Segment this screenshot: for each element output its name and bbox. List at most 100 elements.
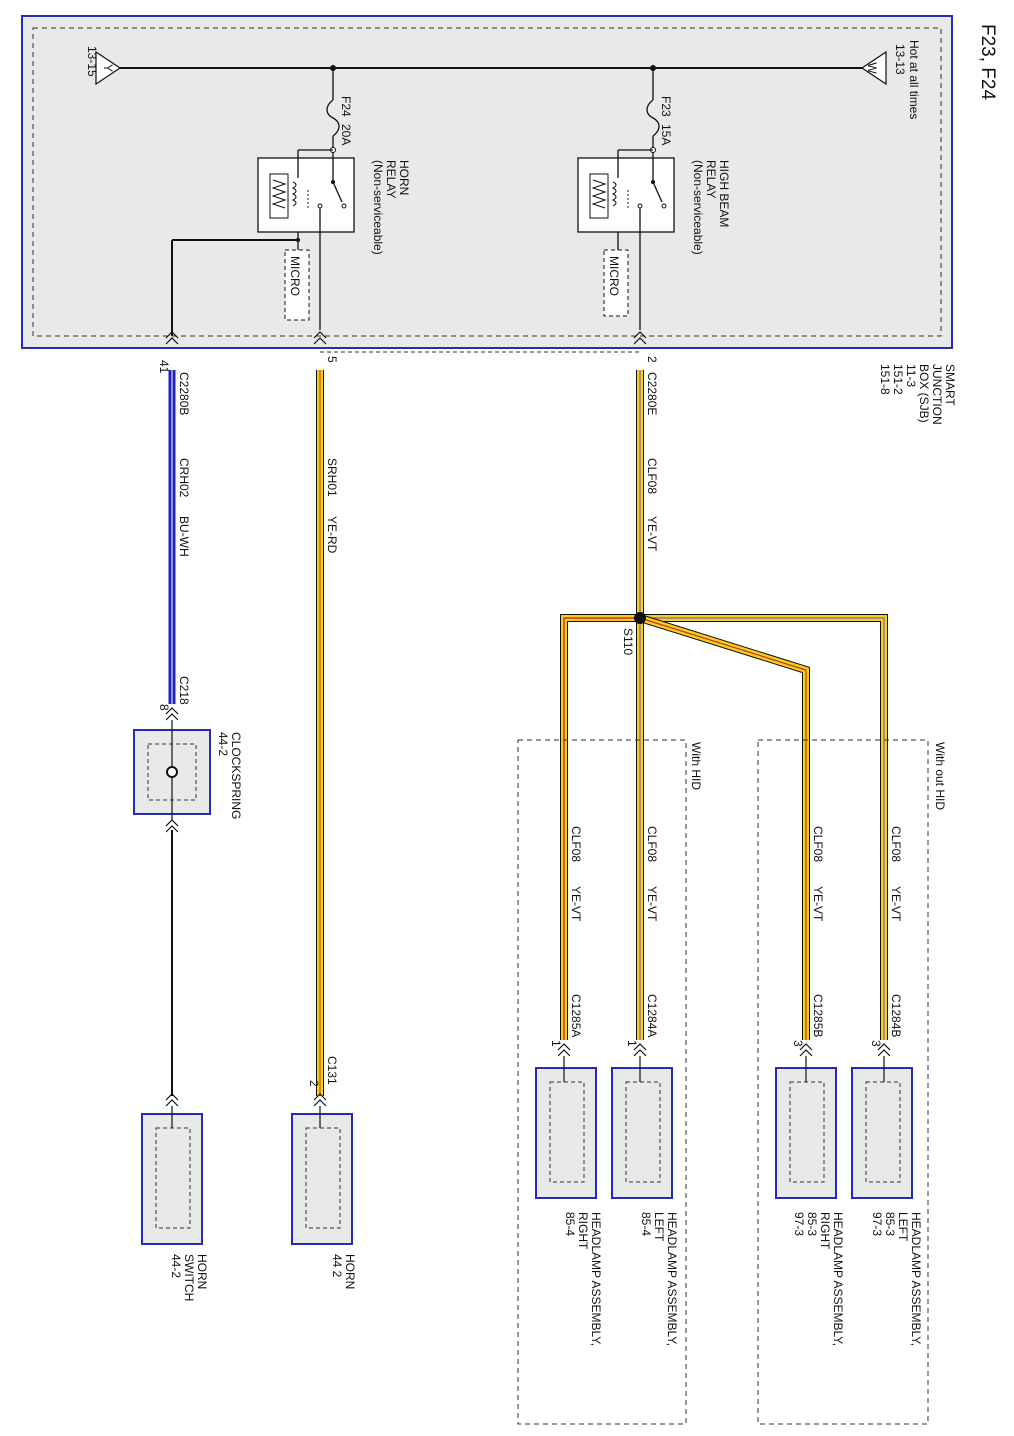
c1284a-label: C1284A: [645, 994, 659, 1037]
fuse-f24-rating: 20A: [339, 124, 353, 145]
fuse-f23-symbol: [646, 99, 660, 137]
clockspring-label-2: 44-2: [216, 732, 230, 756]
with-hid-label: With HID: [689, 742, 703, 790]
ground-source-symbol: [95, 50, 122, 86]
hb-micro-box: [603, 249, 629, 317]
sjb-inner-border: [32, 27, 942, 337]
sjb-name-5: 151-2: [891, 364, 905, 395]
horn-component: [291, 1106, 353, 1245]
c1285a-pin: 1: [549, 1040, 563, 1047]
page-title: F23, F24: [977, 24, 998, 100]
horn-relay-label-1: HORN: [397, 160, 411, 195]
c1284a-circuit: CLF08: [645, 826, 659, 862]
ground-symbol-letter: Y: [101, 64, 115, 72]
headlamp-right-hid: [535, 1056, 597, 1199]
hl-right-nohid-label-4: 97-3: [792, 1212, 806, 1236]
horn-switch-label-3: 44-2: [169, 1254, 183, 1278]
sjb-box: [21, 15, 953, 349]
hot-at-all-times-label: Hot at all times: [907, 40, 921, 119]
hb-relay-label-3: (Non-serviceable): [691, 160, 705, 255]
without-hid-label: With out HID: [933, 742, 947, 810]
c2280e-chevron: [633, 331, 647, 345]
hl-left-nohid-label-1: HEADLAMP ASSEMBLY,: [909, 1212, 923, 1346]
component-connector-chevrons: [165, 707, 891, 1107]
power-source-symbol: [860, 50, 887, 86]
horn-micro-box: [284, 249, 310, 321]
c2280b-label: C2280B: [177, 372, 191, 415]
c1285a-color: YE-VT: [569, 886, 583, 922]
with-hid-group: [517, 739, 687, 1425]
c218-pin: 8: [157, 704, 171, 711]
hl-right-nohid-label-3: 85-3: [805, 1212, 819, 1236]
headlamp-left-hid: [611, 1056, 673, 1199]
c1284b-label: C1284B: [889, 994, 903, 1037]
horn-label-1: HORN: [343, 1254, 357, 1289]
hl-left-hid-label-2: LEFT: [652, 1212, 666, 1242]
c131-pin: 2: [307, 1080, 321, 1087]
hl-right-hid-label-2: RIGHT: [576, 1212, 590, 1250]
clf08-branch-c1284b: [640, 614, 888, 1040]
hl-right-nohid-label-2: RIGHT: [818, 1212, 832, 1250]
trunk-color-label: YE-VT: [645, 516, 659, 552]
srh01-color-label: YE-RD: [325, 516, 339, 554]
horn-relay-label-2: RELAY: [384, 160, 398, 198]
srh01-circuit-label: SRH01: [325, 458, 339, 497]
headlamp-left-nohid: [851, 1056, 913, 1199]
horn-switch-label-1: HORN: [195, 1254, 209, 1289]
sjb-name-3: BOX (SJB): [917, 364, 931, 423]
fuse-f23-name: F23: [659, 96, 673, 117]
ground-ref-label: 13-15: [85, 46, 99, 77]
clockspring-contact-icon: [166, 766, 178, 778]
splice-label: S110: [621, 628, 635, 655]
c1285b-color: YE-VT: [811, 886, 825, 922]
horn-switch-label-2: SWITCH: [182, 1254, 196, 1301]
horn-switch-component: [141, 1106, 203, 1245]
horn-relay: [171, 149, 355, 336]
c1284a-pin: 1: [625, 1040, 639, 1047]
hl-left-hid-label-1: HEADLAMP ASSEMBLY,: [665, 1212, 679, 1346]
hl-left-nohid-label-2: LEFT: [896, 1212, 910, 1242]
crh02-circuit-label: CRH02: [177, 458, 191, 498]
c1285b-circuit: CLF08: [811, 826, 825, 862]
hl-left-nohid-label-3: 85-3: [883, 1212, 897, 1236]
fuse-f23-rating: 15A: [659, 124, 673, 145]
crh02-color-label: BU-WH: [177, 516, 191, 557]
clockspring-component: [133, 720, 211, 820]
c1285a-label: C1285A: [569, 994, 583, 1037]
c218-label: C218: [177, 676, 191, 705]
sjb-name-2: JUNCTION: [930, 364, 944, 425]
hl-left-hid-label-3: 85-4: [639, 1212, 653, 1236]
horn-relay-label-3: (Non-serviceable): [371, 160, 385, 255]
hb-relay-label-1: HIGH BEAM: [717, 160, 731, 227]
c1284b-circuit: CLF08: [889, 826, 903, 862]
horn-pin-chevron: [313, 331, 327, 345]
trunk-circuit-label: CLF08: [645, 458, 659, 494]
hl-right-nohid-label-1: HEADLAMP ASSEMBLY,: [831, 1212, 845, 1346]
high-beam-relay: [577, 149, 675, 330]
power-ref-label: 13-13: [893, 44, 907, 75]
c1285b-label: C1285B: [811, 994, 825, 1037]
hb-micro-label: MICRO: [607, 256, 621, 296]
c2280e-label: C2280E: [645, 372, 659, 415]
clf08-branch-c1285b: [638, 614, 810, 1040]
c2280b-chevron: [165, 331, 179, 345]
c1285a-circuit: CLF08: [569, 826, 583, 862]
c2280b-pin: 41: [157, 360, 171, 374]
hl-right-hid-label-1: HEADLAMP ASSEMBLY,: [589, 1212, 603, 1346]
without-hid-group: [757, 739, 929, 1425]
horn-label-2: 44 2: [330, 1254, 344, 1278]
hb-relay-label-2: RELAY: [704, 160, 718, 198]
clockspring-label-1: CLOCKSPRING: [229, 732, 243, 819]
fuse-f24-symbol: [326, 99, 340, 137]
horn-micro-label: MICRO: [288, 256, 302, 296]
c131-label: C131: [325, 1056, 339, 1085]
c1284b-color: YE-VT: [889, 886, 903, 922]
sjb-name-4: 11-3: [904, 364, 918, 387]
power-symbol-letter: W: [865, 62, 879, 74]
hl-right-hid-label-3: 85-4: [563, 1212, 577, 1236]
c1284a-color: YE-VT: [645, 886, 659, 922]
splice-s110: [634, 612, 646, 624]
sjb-name-6: 151-8: [878, 364, 892, 395]
c2280e-pin: 2: [645, 356, 659, 363]
